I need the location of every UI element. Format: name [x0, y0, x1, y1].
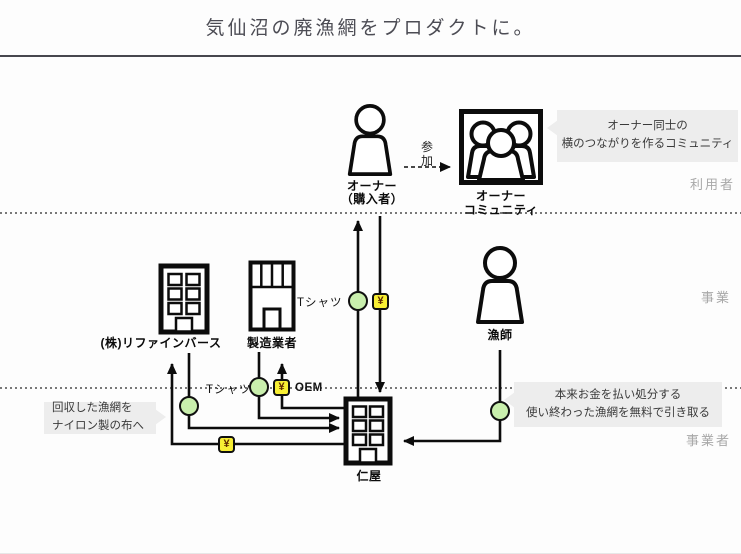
community-label-line2: コミュニティ [463, 203, 539, 217]
pickup-note-line2: 使い終わった漁網を無料で引き取る [526, 406, 710, 419]
refinverse-label: (株)リファインバース [100, 336, 222, 350]
pickup-note-line1: 本来お金を払い処分する [554, 388, 682, 401]
slide-title: 気仙沼の廃漁網をプロダクトに。 [205, 18, 536, 39]
niya-label: 仁屋 [356, 469, 382, 483]
community-note-callout: オーナー同士の 横のつながりを作るコミュニティ [547, 110, 738, 162]
yen-money-badge: ¥ [273, 379, 290, 396]
recycle-note-callout: 回収した漁網を ナイロン製の布へ [44, 402, 166, 434]
flow-fabric-to-niya [187, 353, 340, 433]
callout-tail-icon [547, 120, 558, 136]
recycle-note-line1: 回収した漁網を [52, 402, 133, 415]
pickup-note-callout: 本来お金を払い処分する 使い終わった漁網を無料で引き取る [504, 382, 722, 427]
goods-circle-badge [348, 291, 368, 311]
community-note-line2: 横のつながりを作るコミュニティ [561, 138, 734, 150]
recycle-note-line2: ナイロン製の布へ [52, 420, 144, 432]
office-building-icon [158, 263, 210, 335]
owner-sublabel: （購入者） [340, 192, 404, 206]
person-icon [347, 104, 393, 176]
flow-tshirt-to-niya [257, 352, 340, 423]
people-group-icon [459, 109, 543, 185]
flow-yen-to-refinverse [167, 363, 345, 446]
person-icon [476, 246, 524, 324]
fisherman-label: 漁師 [487, 328, 513, 342]
goods-circle-badge [179, 396, 199, 416]
zone-label-operators: 事業者 [685, 433, 731, 448]
factory-building-icon [248, 260, 296, 332]
oem-flow-label: OEM [295, 382, 323, 394]
flow-oem-yen-to-manufacturer [277, 363, 345, 410]
title-divider [0, 55, 741, 57]
tshirt-upper-flow-label: Tシャツ [297, 297, 343, 309]
callout-tail-icon [155, 409, 166, 425]
office-building-icon [343, 396, 393, 466]
join-flow-label: 参加 [421, 140, 434, 168]
owner-label: オーナー [346, 179, 397, 193]
flow-nets-to-niya [403, 350, 502, 446]
yen-money-badge: ¥ [218, 436, 235, 453]
yen-money-badge: ¥ [372, 293, 389, 310]
zone-label-users: 利用者 [689, 177, 735, 192]
community-note-line1: オーナー同士の [607, 120, 688, 133]
community-label-line1: オーナー [475, 189, 526, 203]
zone-label-business: 事業 [700, 290, 731, 305]
manufacturer-label: 製造業者 [246, 336, 297, 350]
goods-circle-badge [249, 377, 269, 397]
callout-tail-icon [504, 392, 515, 408]
tshirt-lower-flow-label: Tシャツ [206, 384, 252, 396]
